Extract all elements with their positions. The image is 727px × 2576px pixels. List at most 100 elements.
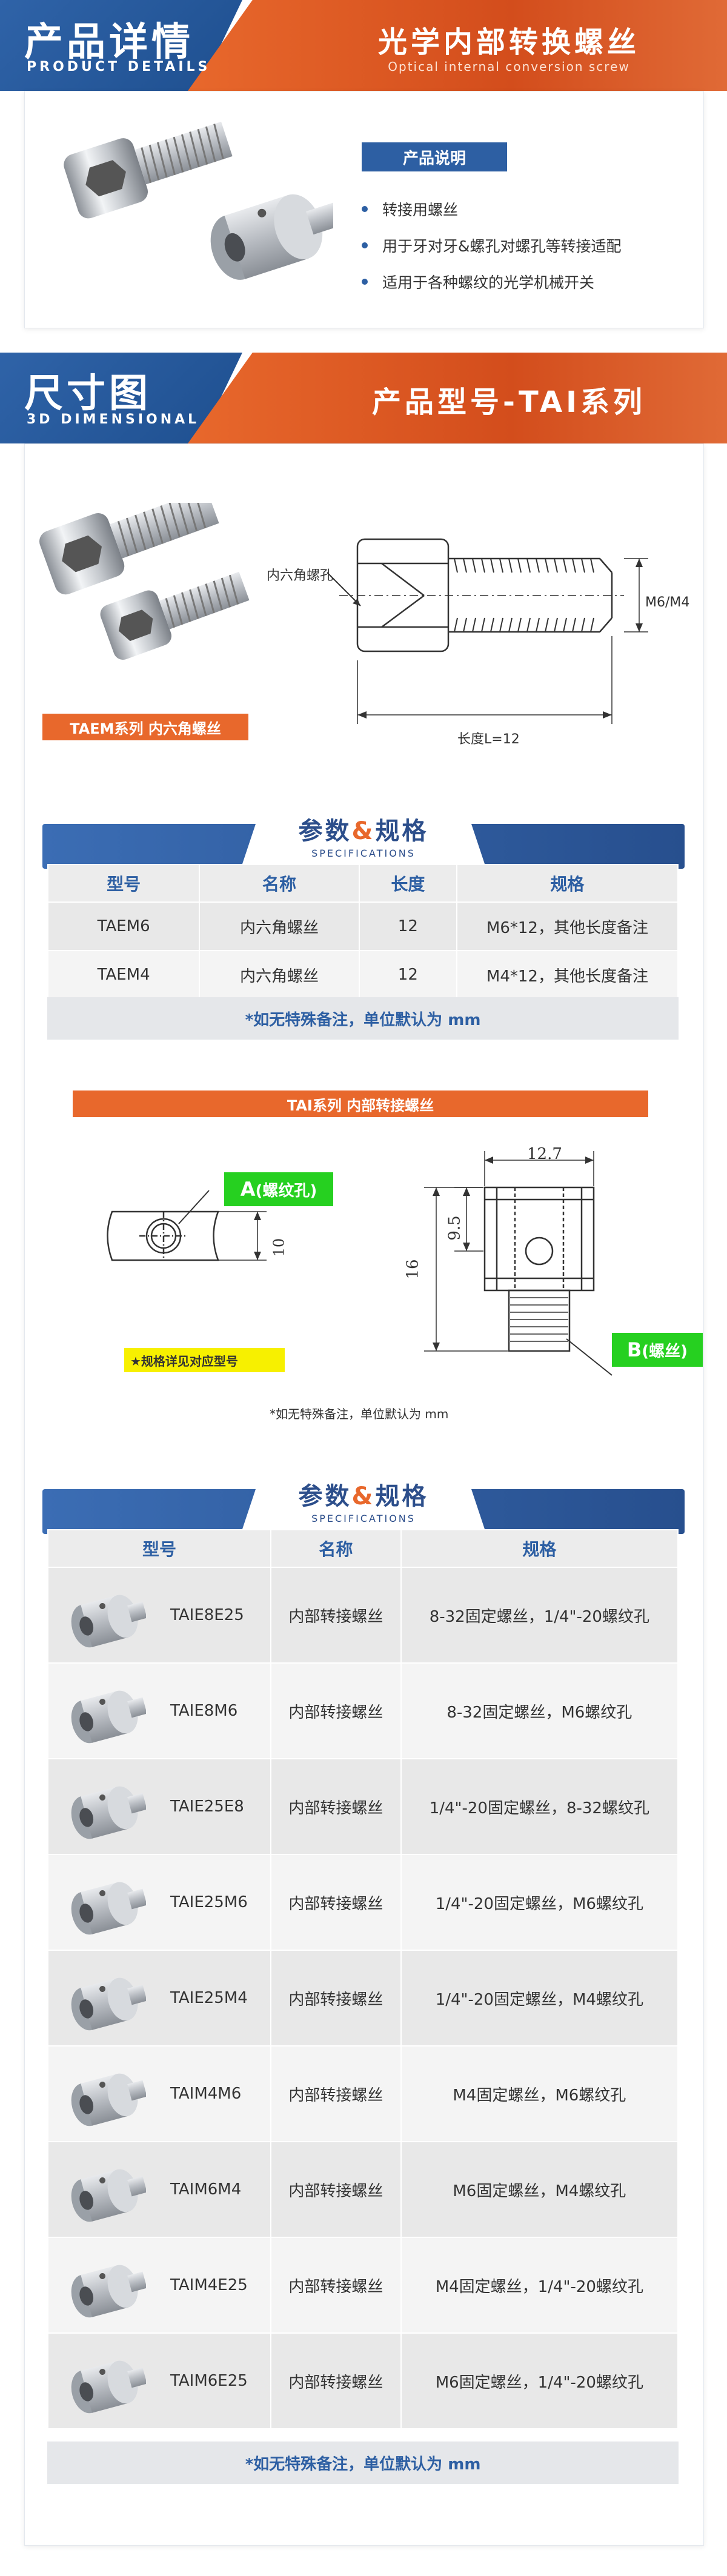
cell-spec: M6固定螺丝，1/4"-20螺纹孔 <box>400 2332 679 2429</box>
table-row: TAEM4 内六角螺丝 12 M4*12，其他长度备注 <box>47 950 679 1000</box>
cell-name: 内部转接螺丝 <box>270 2237 402 2334</box>
adapter-thumbnail-icon <box>71 1882 146 1935</box>
cell-model: TAIM4M6 <box>47 2045 272 2142</box>
cell-spec: 1/4"-20固定螺丝，M6螺纹孔 <box>400 1854 679 1951</box>
adapter-thumbnail-icon <box>71 2169 146 2222</box>
cell-spec: 1/4"-20固定螺丝，M4螺纹孔 <box>400 1950 679 2047</box>
spec-subtitle: SPECIFICATIONS <box>311 1512 416 1524</box>
model-detail-note: ★规格详见对应型号 <box>124 1348 285 1372</box>
bullet-dot-icon <box>362 206 368 212</box>
banner-title-cn: 尺寸图 <box>24 371 151 416</box>
banner-title-en: PRODUCT DETAILS <box>27 59 211 75</box>
product-details-banner: 产品详情 PRODUCT DETAILS 光学内部转换螺丝 Optical in… <box>0 0 727 91</box>
col-header-name: 名称 <box>199 864 360 903</box>
col-header-spec: 规格 <box>400 1529 679 1568</box>
model-text: TAIE25M6 <box>170 1893 248 1911</box>
dim-16-label: 16 <box>403 1259 422 1280</box>
cell-name: 内六角螺丝 <box>199 950 360 1000</box>
col-header-name: 名称 <box>270 1529 402 1568</box>
cell-name: 内部转接螺丝 <box>270 2045 402 2142</box>
list-item-text: 适用于各种螺纹的光学机械开关 <box>382 274 595 291</box>
model-text: TAIM6E25 <box>170 2372 248 2390</box>
list-item-text: 用于牙对牙&螺孔对螺孔等转接适配 <box>382 237 622 255</box>
cell-name: 内部转接螺丝 <box>270 1854 402 1951</box>
model-text: TAIM4M6 <box>170 2085 242 2103</box>
col-header-spec: 规格 <box>456 864 679 903</box>
banner-right-block <box>188 353 727 443</box>
dim-12-7-label: 12.7 <box>527 1145 562 1163</box>
table-header-row: 型号 名称 规格 <box>47 1529 679 1568</box>
cell-name: 内部转接螺丝 <box>270 1567 402 1664</box>
cell-name: 内部转接螺丝 <box>270 2332 402 2429</box>
cell-spec: 1/4"-20固定螺丝，8-32螺纹孔 <box>400 1758 679 1855</box>
list-item-text: 转接用螺丝 <box>382 201 459 219</box>
hex-hole-label: 内六角螺孔 <box>267 568 334 583</box>
adapter-thumbnail-icon <box>71 1595 146 1648</box>
taem-spec-table: 型号 名称 长度 规格 TAEM6 内六角螺丝 12 M6*12，其他长度备注 … <box>47 864 679 1000</box>
table-row: TAEM6 内六角螺丝 12 M6*12，其他长度备注 <box>47 901 679 951</box>
col-header-model: 型号 <box>47 1529 272 1568</box>
cell-model: TAIE25M6 <box>47 1854 272 1951</box>
cell-name: 内六角螺丝 <box>199 901 360 951</box>
adapter-image <box>210 194 333 280</box>
hex-screw-image <box>64 121 233 219</box>
spec-header-tab: 参数&规格 SPECIFICATIONS <box>242 806 485 864</box>
cell-spec: 8-32固定螺丝，M6螺纹孔 <box>400 1662 679 1759</box>
model-text: TAIE8E25 <box>170 1606 244 1624</box>
cell-length: 12 <box>358 950 457 1000</box>
list-item: 适用于各种螺纹的光学机械开关 <box>362 264 622 300</box>
cell-model: TAEM6 <box>47 901 201 951</box>
unit-note: *如无特殊备注，单位默认为 mm <box>47 997 679 1040</box>
unit-note-small: *如无特殊备注，单位默认为 mm <box>270 1407 449 1421</box>
tai-drawing <box>107 1151 612 1376</box>
adapter-thumbnail-icon <box>71 1786 146 1839</box>
cell-name: 内部转接螺丝 <box>270 1662 402 1759</box>
cell-model: TAEM4 <box>47 950 201 1000</box>
product-name-subtitle: Optical internal conversion screw <box>388 59 630 74</box>
tai-series-tag: TAI系列 内部转接螺丝 <box>73 1090 648 1117</box>
col-header-model: 型号 <box>47 864 201 903</box>
cell-name: 内部转接螺丝 <box>270 1950 402 2047</box>
cell-model: TAIE25M4 <box>47 1950 272 2047</box>
cell-length: 12 <box>358 901 457 951</box>
model-text: TAIE8M6 <box>170 1702 238 1720</box>
spec-header-tab: 参数&规格 SPECIFICATIONS <box>242 1471 485 1529</box>
adapter-thumbnail-icon <box>71 2360 146 2414</box>
dimensional-banner: 尺寸图 3D DIMENSIONAL 产品型号-TAI系列 <box>0 353 727 443</box>
series-title: 产品型号-TAI系列 <box>372 385 646 419</box>
cell-spec: M6*12，其他长度备注 <box>456 901 679 951</box>
cell-name: 内部转接螺丝 <box>270 2141 402 2238</box>
cell-spec: 8-32固定螺丝，1/4"-20螺纹孔 <box>400 1567 679 1664</box>
spec-title: 参数&规格 <box>298 1482 429 1510</box>
cell-model: TAIM6M4 <box>47 2141 272 2238</box>
cell-model: TAIE8E25 <box>47 1567 272 1664</box>
list-item: 转接用螺丝 <box>362 191 622 227</box>
product-desc-label: 产品说明 <box>362 142 507 171</box>
label-b-screw: B(螺丝) <box>612 1333 703 1367</box>
unit-note: *如无特殊备注，单位默认为 mm <box>47 2442 679 2484</box>
spec-title: 参数&规格 <box>298 817 429 845</box>
taem-photo <box>39 503 250 660</box>
cell-model: TAIM6E25 <box>47 2332 272 2429</box>
adapter-thumbnail-icon <box>71 2265 146 2318</box>
product-name-title: 光学内部转换螺丝 <box>377 25 640 59</box>
model-text: TAIE25E8 <box>170 1798 244 1816</box>
taem-series-tag: TAEM系列 内六角螺丝 <box>42 714 248 740</box>
bullet-dot-icon <box>362 242 368 248</box>
banner-title-cn: 产品详情 <box>24 20 194 65</box>
banner-right-block <box>188 0 727 91</box>
model-text: TAIM6M4 <box>170 2180 242 2199</box>
cell-model: TAIM4E25 <box>47 2237 272 2334</box>
product-desc-list: 转接用螺丝 用于牙对牙&螺孔对螺孔等转接适配 适用于各种螺纹的光学机械开关 <box>362 191 622 300</box>
cell-spec: M4*12，其他长度备注 <box>456 950 679 1000</box>
